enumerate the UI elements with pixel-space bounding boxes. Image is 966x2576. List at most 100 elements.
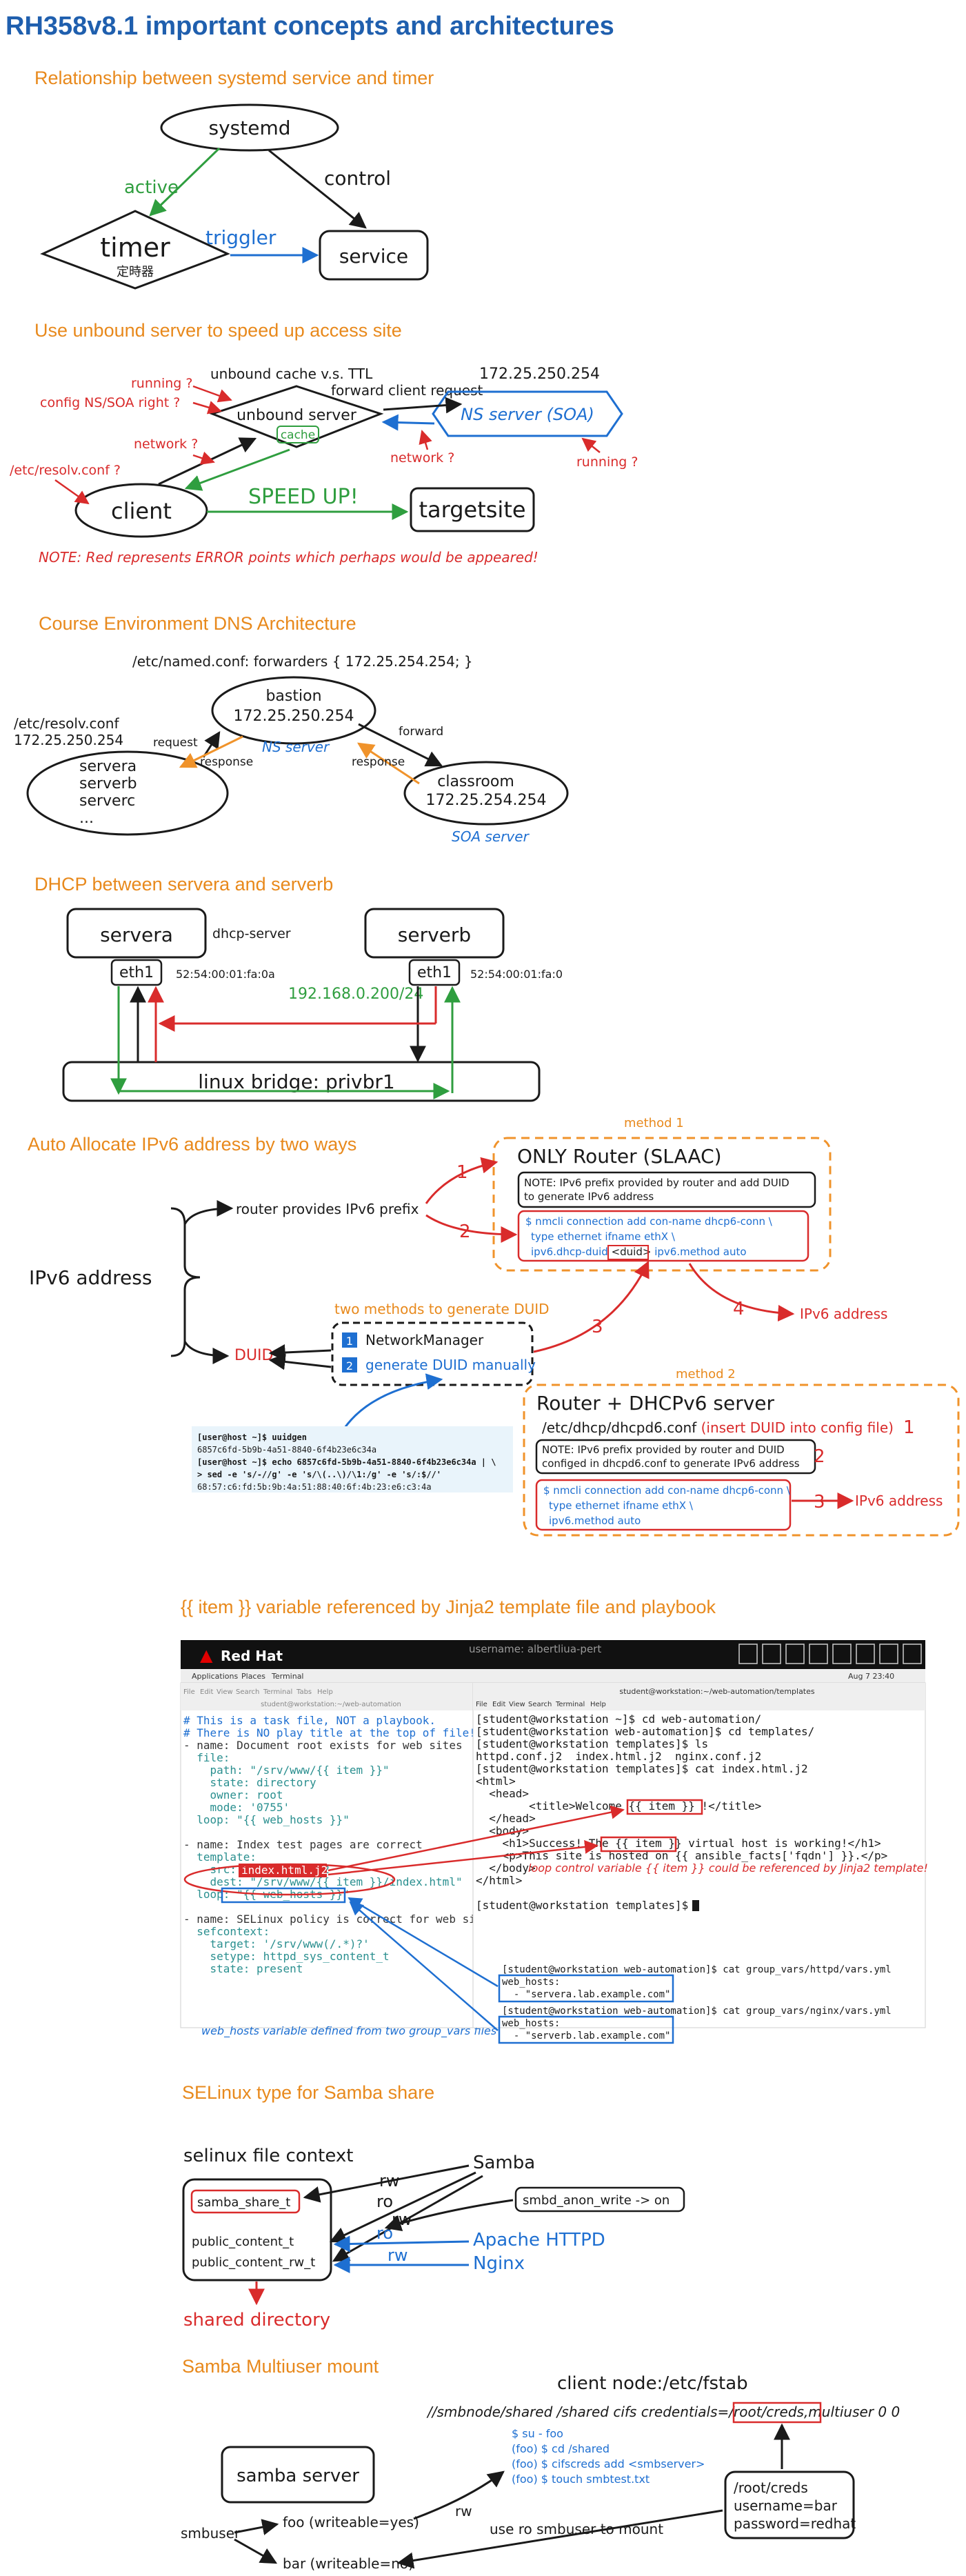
left-menu-item[interactable]: Edit — [200, 1688, 213, 1696]
toolbar-icon[interactable] — [785, 1644, 805, 1664]
server-item: servera — [79, 758, 137, 775]
cmd1-prefix: ipv6.dhcp-duid — [531, 1246, 612, 1258]
ns-ip-label: 172.25.250.254 — [479, 366, 600, 383]
gnome-menubar — [181, 1669, 925, 1683]
serverb-mac: 52:54:00:01:fa:0 — [470, 968, 563, 981]
toolbar-icon[interactable] — [809, 1644, 828, 1664]
right-menu-item[interactable]: File — [476, 1701, 487, 1708]
samba-server-label: samba server — [237, 2466, 359, 2486]
forward-request-label: forward client request — [331, 382, 483, 399]
servera-eth1 — [110, 959, 163, 986]
output-line: <html> — [476, 1775, 516, 1788]
item-highlight-title — [626, 1799, 703, 1815]
code-line: - name: Index test pages are correct — [183, 1838, 423, 1851]
error-network2-label: network ? — [390, 450, 454, 466]
webhosts-note: web_hosts variable defined from two grou… — [201, 2024, 496, 2038]
foo-label: foo (writeable=yes) — [283, 2514, 419, 2530]
left-menu-item[interactable]: Help — [317, 1688, 333, 1696]
fstab-line: //smbnode/shared /shared cifs credential… — [426, 2404, 900, 2420]
output-line: [student@workstation ~]$ cd web-automati… — [476, 1713, 761, 1726]
timer-node — [40, 210, 230, 290]
anon-write-box — [514, 2186, 685, 2213]
desktop-topbar — [181, 1640, 925, 1669]
service-node — [319, 230, 429, 281]
active-label: active — [124, 177, 179, 198]
share-t-box — [190, 2189, 301, 2214]
anon-write-label: smbd_anon_write -> on — [523, 2193, 670, 2208]
cmd-line: (foo) $ touch smbtest.txt — [512, 2473, 650, 2486]
right-menu-item[interactable]: View — [509, 1701, 525, 1708]
right-menu-item[interactable]: Edit — [492, 1701, 505, 1708]
left-terminal-titlebar — [181, 1683, 473, 1710]
section-heading-timer: Relationship between systemd service and… — [34, 68, 434, 88]
method2-cmd-line: ipv6.method auto — [549, 1515, 641, 1527]
samba-label: Samba — [473, 2153, 535, 2173]
speed-up-label: SPEED UP! — [248, 485, 359, 509]
output-line: </html> — [476, 1874, 522, 1887]
section-heading-jinja: {{ item }} variable referenced by Jinja2… — [181, 1597, 716, 1617]
right-menu-item[interactable]: Search — [528, 1701, 552, 1708]
left-menu-item[interactable]: View — [217, 1688, 233, 1696]
gv-line: - "servera.lab.example.com" — [502, 1989, 670, 2000]
ns-server-node — [432, 390, 623, 437]
gnome-menu-item[interactable]: Terminal — [271, 1672, 304, 1681]
gv1-highlight — [498, 1974, 674, 2003]
gv2-arrow — [349, 1901, 499, 2031]
cache-label: cache — [281, 428, 315, 442]
serverb-eth1 — [408, 959, 461, 986]
serverb-eth1-label: eth1 — [417, 964, 452, 981]
section-heading-ipv6: Auto Allocate IPv6 address by two ways — [28, 1134, 356, 1155]
right-menu-item[interactable]: Help — [590, 1701, 606, 1708]
left-menu-item[interactable]: File — [183, 1688, 195, 1696]
method1-note-box — [517, 1171, 816, 1208]
toolbar-icon[interactable] — [762, 1644, 781, 1664]
left-menu-item[interactable]: Tabs — [296, 1688, 312, 1696]
left-menu-item[interactable]: Search — [236, 1688, 259, 1696]
dhcp-server-label: dhcp-server — [212, 926, 291, 941]
left-menu-item[interactable]: Terminal — [263, 1688, 292, 1696]
smbuser-label: smbuser — [181, 2525, 241, 2542]
fstab-creds: /root/creds — [727, 2404, 804, 2420]
gnome-menu-item[interactable]: Applications — [192, 1672, 238, 1681]
error-network1-arrow — [192, 451, 215, 465]
template-link-arrow — [328, 1805, 625, 1872]
bridge-node — [62, 1061, 541, 1102]
rw-label-1: rw — [379, 2171, 400, 2190]
service-label: service — [339, 245, 408, 268]
right-menu-item[interactable]: Terminal — [555, 1701, 585, 1708]
step2-arrow — [425, 1214, 518, 1243]
toolbar-icon[interactable] — [856, 1644, 875, 1664]
m2-step3: 3 — [814, 1492, 825, 1512]
output-line: </body> — [476, 1861, 536, 1875]
method1-note-1: NOTE: IPv6 prefix provided by router and… — [524, 1177, 789, 1189]
output-line: [student@workstation templates]$ cat ind… — [476, 1762, 808, 1775]
toolbar-icon[interactable] — [738, 1644, 758, 1664]
output-line: <p>This site is hosted on {{ ansible_fac… — [476, 1849, 887, 1862]
toolbar-icon[interactable] — [879, 1644, 898, 1664]
code-line: state: directory — [183, 1776, 316, 1789]
code-line: template: — [183, 1850, 256, 1864]
toolbar-icon[interactable] — [903, 1644, 922, 1664]
opt1-label: NetworkManager — [365, 1332, 484, 1348]
method2-note-1: NOTE: IPv6 prefix provided by router and… — [542, 1444, 785, 1456]
section-heading-selinux: SELinux type for Samba share — [182, 2082, 434, 2103]
bridge-label: linux bridge: privbr1 — [198, 1070, 394, 1093]
server-item: ... — [79, 810, 94, 827]
right-window-title: student@workstation:~/web-automation/tem… — [619, 1687, 815, 1696]
gnome-menu-item[interactable]: Places — [241, 1672, 265, 1681]
code-line: # This is a task file, NOT a playbook. — [183, 1714, 436, 1727]
code-line: mode: '0755' — [183, 1801, 290, 1814]
error-network1-label: network ? — [134, 437, 198, 452]
targetsite-label: targetsite — [419, 497, 525, 523]
servera-node — [66, 908, 207, 959]
unbound-node — [209, 385, 384, 448]
code-line: owner: root — [183, 1788, 283, 1801]
fstab-part-c: ,multiuser 0 0 — [804, 2404, 900, 2420]
toolbar-icon[interactable] — [832, 1644, 852, 1664]
terminal-line: [user@host ~]$ echo 6857c6fd-5b9b-4a51-8… — [197, 1457, 496, 1467]
clock-label: Aug 7 23:40 — [848, 1672, 894, 1681]
creds-line: password=redhat — [734, 2515, 856, 2532]
step3-arrow — [533, 1260, 650, 1353]
resolv-conf-ip: 172.25.250.254 — [14, 732, 123, 748]
classroom-label: classroom — [437, 773, 514, 790]
